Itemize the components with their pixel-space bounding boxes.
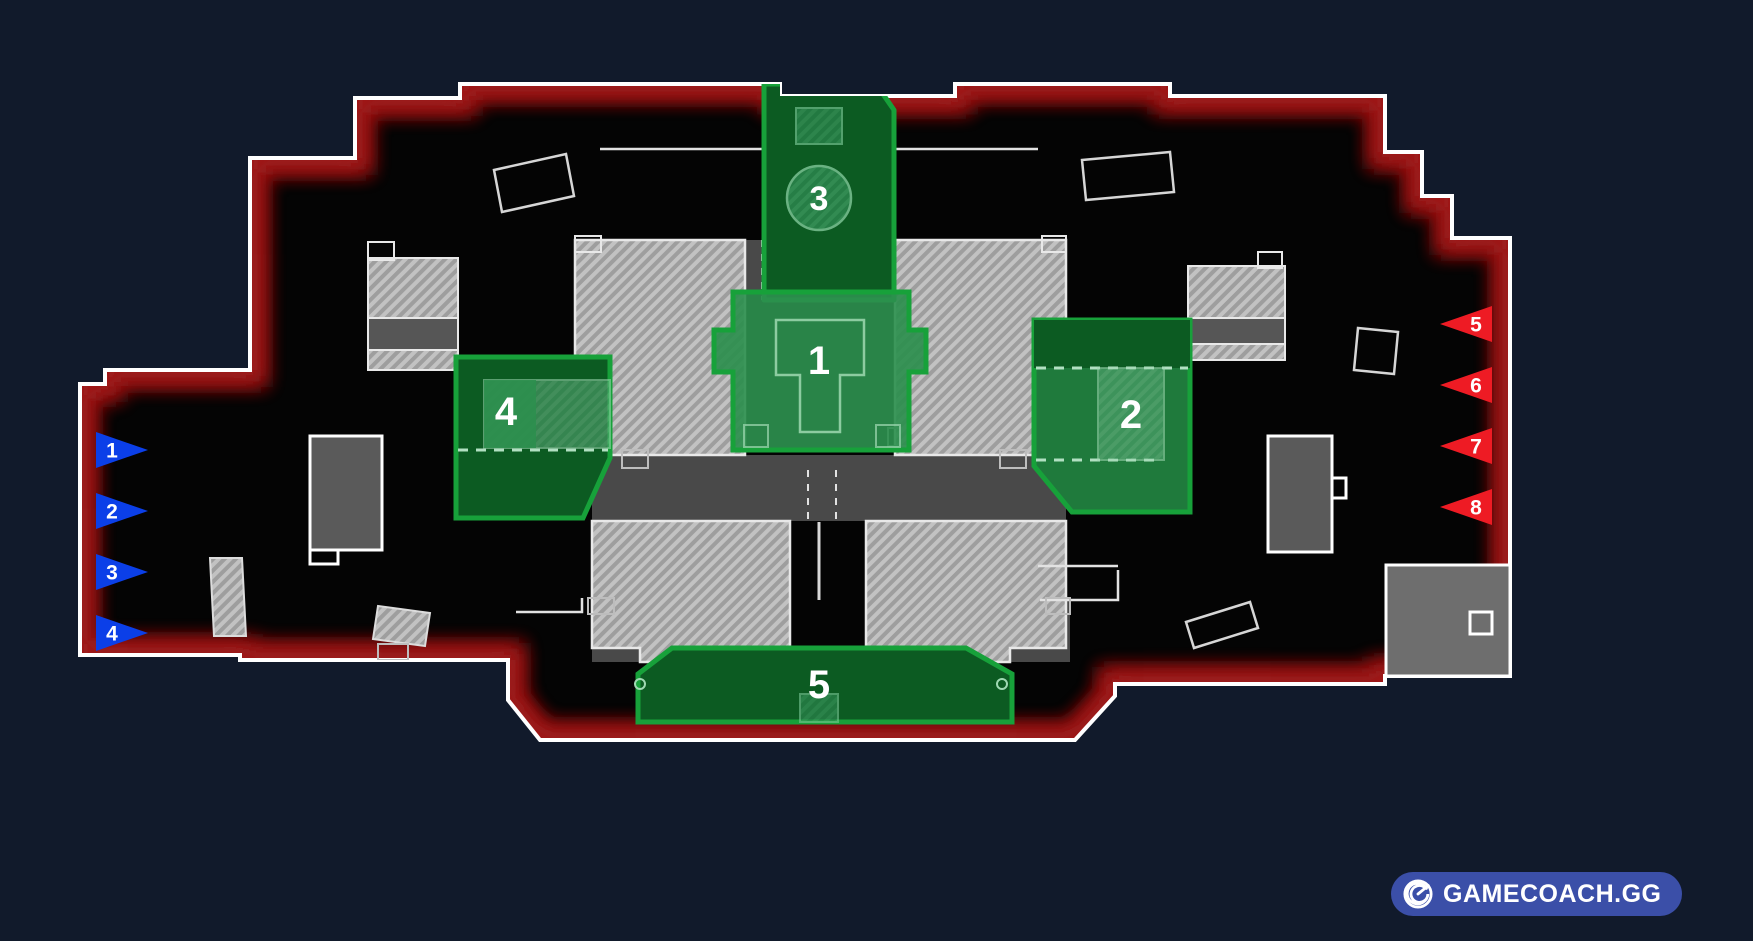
center-lower-left-hall (590, 519, 792, 664)
zone-5[interactable]: 5 (634, 645, 1015, 725)
spiral-target-icon (1403, 879, 1433, 909)
top-right-tilted-crate (1080, 150, 1176, 202)
defender-marker-7[interactable]: 7 (1440, 428, 1492, 464)
zone-1-label: 1 (808, 339, 830, 383)
zone-1-notch-right (875, 424, 901, 448)
right-gray-block-stub (1330, 476, 1348, 500)
right-gray-block (1266, 434, 1334, 554)
zone-4[interactable]: 4 (453, 354, 613, 521)
left-pillar-hatched (208, 557, 248, 637)
defender-marker-7-label: 7 (1470, 436, 1482, 459)
right-outer-notch (1257, 251, 1283, 269)
bottom-right-block-notch (1468, 610, 1494, 636)
zone-1-notch-left (743, 424, 769, 448)
right-outer-hatched-lower (1187, 343, 1286, 361)
left-outer-hatched-upper (367, 257, 459, 319)
attacker-marker-4-triangle[interactable] (96, 615, 148, 651)
center-left-notch (574, 235, 602, 253)
zone-5-inner-hatch (799, 693, 839, 723)
zone-3[interactable]: 3 (761, 84, 897, 303)
attacker-marker-3-label: 3 (106, 562, 118, 585)
defender-marker-6-triangle[interactable] (1440, 367, 1492, 403)
left-gray-block-foot (308, 548, 340, 566)
attacker-marker-group: 1 2 3 4 (96, 432, 148, 651)
attacker-marker-2-triangle[interactable] (96, 493, 148, 529)
center-lower-right-hall (864, 519, 1068, 664)
defender-marker-8-triangle[interactable] (1440, 489, 1492, 525)
bottom-left-ledge (516, 598, 584, 614)
bottom-right-gray-block (1384, 563, 1510, 678)
zone-5-left-anchor (634, 678, 646, 690)
attacker-marker-1-label: 1 (106, 440, 118, 463)
defender-marker-7-triangle[interactable] (1440, 428, 1492, 464)
attacker-marker-1-triangle[interactable] (96, 432, 148, 468)
center-mid-corridor (592, 455, 1066, 521)
zone-4-label: 4 (495, 390, 518, 434)
zone-5-right-anchor (996, 678, 1008, 690)
zone-1-shape[interactable] (711, 289, 929, 453)
zone-5-label: 5 (808, 663, 830, 707)
right-outer-hatched-upper (1187, 265, 1286, 319)
bottom-right-tilted-crate (1184, 600, 1260, 650)
zone-2-inner-hatch (1097, 367, 1165, 461)
bottom-right-ledge (1040, 570, 1120, 602)
attacker-marker-2[interactable]: 2 (96, 493, 148, 529)
attacker-marker-4-label: 4 (106, 623, 118, 646)
attacker-marker-3-triangle[interactable] (96, 554, 148, 590)
left-outer-gray-band (367, 317, 459, 351)
attacker-marker-2-label: 2 (106, 501, 118, 524)
top-left-tilted-crate (492, 152, 576, 214)
attacker-marker-4[interactable]: 4 (96, 615, 148, 651)
zone-5-shape[interactable] (635, 645, 1015, 725)
zone-2-upper-band (1034, 320, 1190, 368)
left-outer-hatched-lower (367, 349, 459, 371)
zone-overlays: 3 1 2 (453, 84, 1193, 725)
zone-1[interactable]: 1 (711, 289, 929, 453)
zone-3-circle-badge (785, 164, 853, 232)
defender-marker-8-label: 8 (1470, 497, 1482, 520)
defender-marker-5-label: 5 (1470, 314, 1482, 337)
left-slab-hatched (371, 604, 432, 648)
right-small-crate (1352, 326, 1400, 376)
zone-3-label: 3 (810, 180, 829, 218)
right-outer-gray-band (1187, 317, 1286, 345)
left-gray-block (308, 434, 384, 552)
defender-marker-group: 5 6 7 8 (1440, 306, 1492, 525)
center-right-notch (1041, 235, 1067, 253)
brand-text: GAMECOACH.GG (1443, 879, 1662, 908)
lower-left-small-notch (587, 597, 615, 615)
zone-4-label-plate (484, 380, 536, 448)
zone-2-label: 2 (1120, 393, 1142, 437)
zone-3-inner-hatch (795, 107, 843, 145)
zone-1-inner-outline (774, 318, 866, 434)
center-left-lower-notch (621, 449, 649, 469)
defender-marker-5[interactable]: 5 (1440, 306, 1492, 342)
brand-badge[interactable]: GAMECOACH.GG (1391, 872, 1682, 916)
defender-marker-6-label: 6 (1470, 375, 1482, 398)
attacker-marker-1[interactable]: 1 (96, 432, 148, 468)
defender-marker-6[interactable]: 6 (1440, 367, 1492, 403)
center-right-lower-notch (999, 449, 1027, 469)
lower-right-small-notch (1045, 597, 1071, 615)
zone-2[interactable]: 2 (1031, 317, 1193, 515)
bottom-left-small-notch (377, 643, 409, 661)
defender-marker-8[interactable]: 8 (1440, 489, 1492, 525)
left-outer-notch (367, 241, 395, 261)
defender-marker-5-triangle[interactable] (1440, 306, 1492, 342)
attacker-marker-3[interactable]: 3 (96, 554, 148, 590)
